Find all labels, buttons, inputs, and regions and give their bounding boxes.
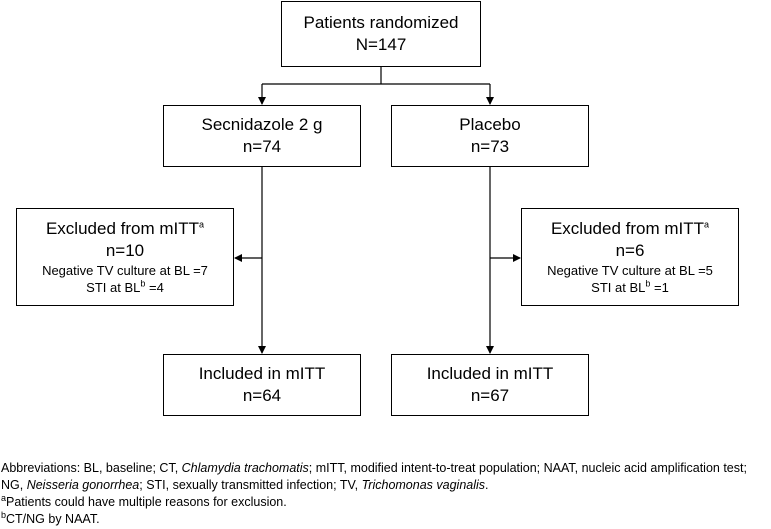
included-right-title: Included in mITT xyxy=(426,364,554,383)
placebo-box: Placebo n=73 xyxy=(391,105,589,167)
included-right-box: Included in mITT n=67 xyxy=(391,354,589,416)
excluded-right-box: Excluded from mITTa n=6 Negative TV cult… xyxy=(521,208,739,306)
included-left-count: n=64 xyxy=(242,386,282,405)
secnidazole-title: Secnidazole 2 g xyxy=(201,115,323,134)
excluded-left-box: Excluded from mITTa n=10 Negative TV cul… xyxy=(16,208,234,306)
included-left-title: Included in mITT xyxy=(198,364,326,383)
footnotes: Abbreviations: BL, baseline; CT, Chlamyd… xyxy=(1,460,769,528)
placebo-count: n=73 xyxy=(470,137,510,156)
footnote-b: bCT/NG by NAAT. xyxy=(1,509,100,526)
randomized-count: N=147 xyxy=(355,35,407,54)
excluded-left-count: n=10 xyxy=(105,241,145,260)
excluded-right-count: n=6 xyxy=(615,241,645,260)
randomized-title: Patients randomized xyxy=(303,13,459,32)
excluded-right-title: Excluded from mITTa xyxy=(550,219,710,238)
randomized-box: Patients randomized N=147 xyxy=(281,1,481,67)
placebo-title: Placebo xyxy=(459,115,521,134)
secnidazole-count: n=74 xyxy=(242,137,282,156)
excluded-right-reason-tv: Negative TV culture at BL =5 xyxy=(547,263,713,278)
secnidazole-box: Secnidazole 2 g n=74 xyxy=(163,105,361,167)
footnote-a: aPatients could have multiple reasons fo… xyxy=(1,492,287,509)
excluded-right-reason-sti: STI at BLb =1 xyxy=(591,278,669,295)
included-left-box: Included in mITT n=64 xyxy=(163,354,361,416)
excluded-left-reason-sti: STI at BLb =4 xyxy=(86,278,164,295)
excluded-left-title: Excluded from mITTa xyxy=(45,219,205,238)
included-right-count: n=67 xyxy=(470,386,510,405)
abbreviations-note: Abbreviations: BL, baseline; CT, Chlamyd… xyxy=(1,461,747,492)
excluded-left-reason-tv: Negative TV culture at BL =7 xyxy=(42,263,208,278)
